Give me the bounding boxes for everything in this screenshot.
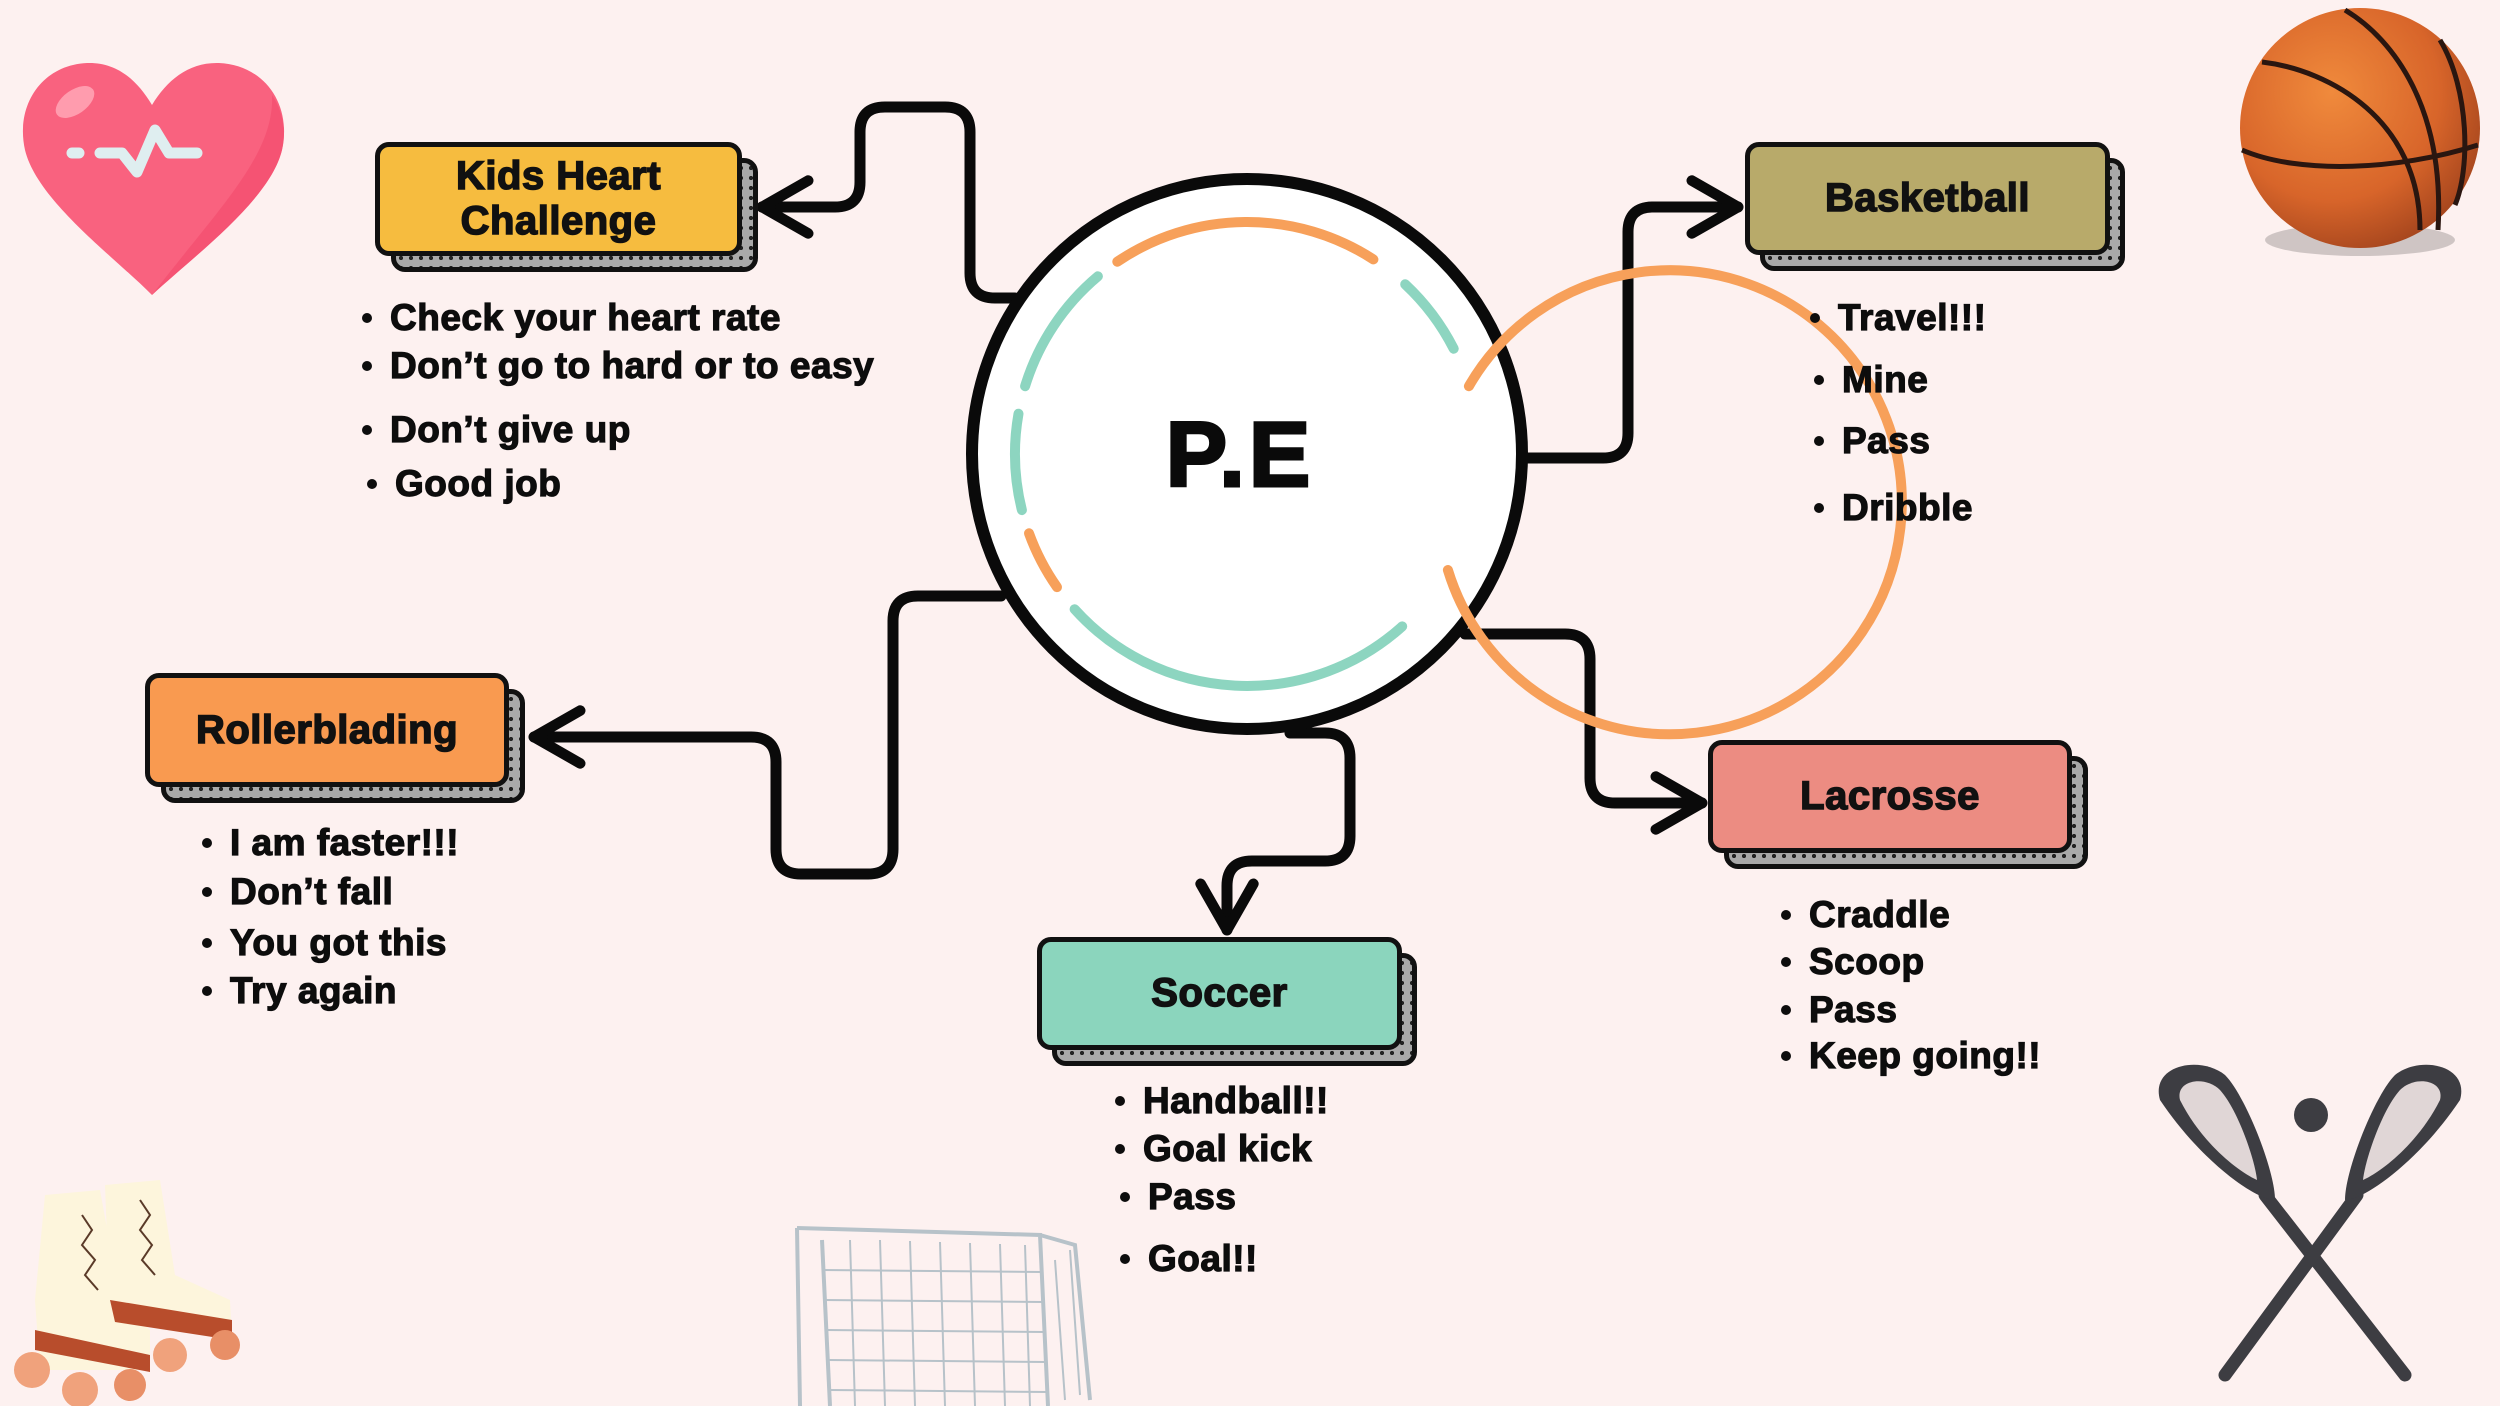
soccer-label: Soccer [1151, 970, 1288, 1016]
lacrosse-sticks-icon [2158, 1064, 2462, 1382]
bullet-dot [1115, 1096, 1125, 1106]
connector-rollerblading [528, 590, 1007, 880]
list-item: Goal!! [1120, 1237, 1258, 1280]
bullet-dot [1814, 375, 1824, 385]
lacrosse-node[interactable]: Lacrosse [1708, 740, 2072, 853]
list-item: Travel!!! [1810, 296, 1987, 339]
list-item: Scoop [1781, 940, 1925, 983]
bullet-dot [202, 838, 212, 848]
bullet-dot [362, 425, 372, 435]
kids-heart-label-line1: Kids Heart [455, 153, 662, 199]
list-item: You got this [202, 921, 447, 964]
bullet-dot [1781, 910, 1791, 920]
basketball-node[interactable]: Basketball [1745, 142, 2110, 255]
bullet-dot [1781, 957, 1791, 967]
list-item: I am faster!!! [202, 821, 459, 864]
center-title: P.E [1164, 403, 1315, 508]
bullet-dot [1781, 1051, 1791, 1061]
soccer-node[interactable]: Soccer [1037, 937, 1402, 1050]
list-item: Keep going!! [1781, 1034, 2041, 1077]
list-item: Goal kick [1115, 1127, 1312, 1170]
bullet-dot [1810, 313, 1820, 323]
list-item: Check your heart rate [362, 296, 781, 339]
connector-kids-heart [756, 101, 1021, 304]
bullet-dot [202, 986, 212, 996]
ring-arc-right-upper-teal [1400, 279, 1459, 354]
ring-arc-left-upper-teal [1020, 271, 1103, 392]
kids-heart-label-line2: Challenge [460, 198, 657, 243]
bullet-dot [1814, 503, 1824, 513]
list-item: Craddle [1781, 893, 1950, 936]
list-item: Good job [367, 462, 561, 505]
ring-arc-left-lower-orange [1024, 528, 1062, 593]
list-item: Dribble [1814, 486, 1973, 529]
bullet-dot [362, 313, 372, 323]
list-item: Try again [202, 969, 397, 1012]
bullet-dot [1120, 1192, 1130, 1202]
list-item: Don’t go to hard or to easy [362, 344, 874, 387]
bullet-dot [367, 479, 377, 489]
bullet-dot [1814, 436, 1824, 446]
kids-heart-challenge-node[interactable]: Kids Heart Challenge [375, 142, 742, 256]
center-node[interactable] [966, 173, 1907, 740]
lacrosse-ball [2294, 1098, 2328, 1132]
bullet-dot [202, 887, 212, 897]
list-item: Handball!! [1115, 1079, 1329, 1122]
basketball-icon [2240, 7, 2480, 256]
basketball-label: Basketball [1824, 175, 2031, 221]
bullet-dot [202, 938, 212, 948]
list-item: Pass [1814, 419, 1931, 462]
bullet-dot [362, 361, 372, 371]
bullet-dot [1115, 1144, 1125, 1154]
list-item: Pass [1120, 1175, 1237, 1218]
ring-arc-left-lower-teal [1010, 408, 1027, 516]
lacrosse-label: Lacrosse [1799, 773, 1980, 819]
list-item: Mine [1814, 358, 1928, 401]
bullet-dot [1781, 1005, 1791, 1015]
list-item: Pass [1781, 988, 1898, 1031]
list-item: Don’t give up [362, 408, 631, 451]
roller-skates-icon [14, 1180, 240, 1406]
rollerblading-label: Rollerblading [195, 707, 459, 752]
list-item: Don’t fall [202, 870, 393, 913]
connector-soccer [1195, 727, 1356, 936]
connector-basketball [1521, 175, 1744, 464]
heart-rate-icon [22, 62, 285, 296]
ring-arc-right-orange [1442, 265, 1907, 740]
ring-arc-bottom-teal [1069, 604, 1408, 691]
rollerblading-node[interactable]: Rollerblading [145, 673, 509, 787]
soccer-goal-icon [795, 1226, 1092, 1406]
bullet-dot [1120, 1254, 1130, 1264]
ring-arc-top-orange [1112, 217, 1379, 267]
